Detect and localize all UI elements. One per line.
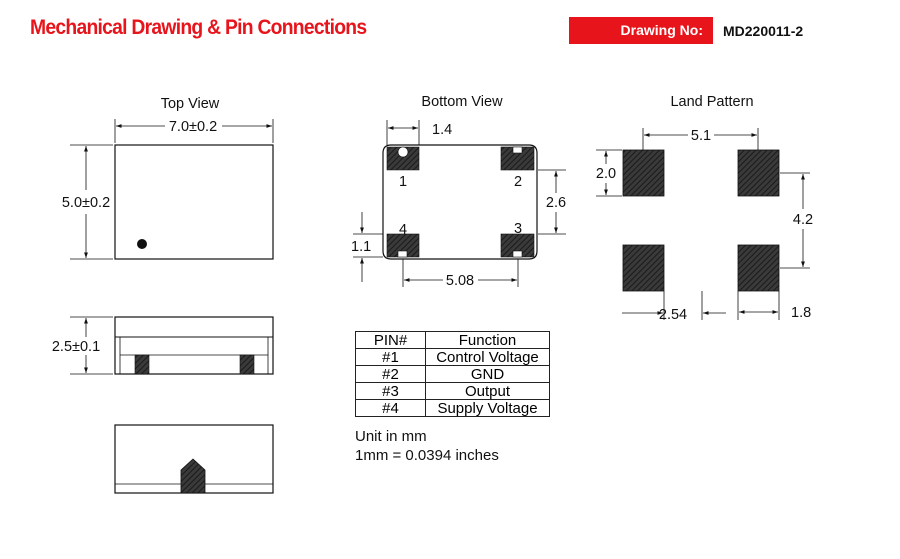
- land-spacing-x-dim: 5.1: [691, 128, 711, 144]
- drawing-number-label: Drawing No:: [569, 17, 713, 44]
- side-height-dim: 2.5±0.1: [52, 339, 100, 355]
- bottom-pitch-y-dim: 2.6: [546, 195, 566, 211]
- table-cell-pin: #4: [355, 399, 426, 417]
- bottom-pad-height-dim: 1.1: [351, 239, 371, 255]
- top-width-dim: 7.0±0.2: [169, 119, 217, 135]
- land-gap-dim: 2.54: [659, 307, 687, 323]
- land-pad-2: [737, 149, 780, 197]
- side-pad-right: [239, 354, 255, 375]
- pin1-marker-dot: [137, 239, 147, 249]
- table-row: #4 Supply Voltage: [355, 399, 550, 417]
- table-header-row: PIN# Function: [355, 331, 550, 349]
- land-pattern-label: Land Pattern: [670, 94, 753, 110]
- land-pad-4: [622, 244, 665, 292]
- side-pad-left: [134, 354, 150, 375]
- table-cell-pin: #3: [355, 382, 426, 400]
- land-pad-width-dim: 1.8: [791, 305, 811, 321]
- table-cell-function: Supply Voltage: [425, 399, 550, 417]
- pin-label-2: 2: [514, 174, 522, 190]
- table-cell-pin: #2: [355, 365, 426, 383]
- drawing-number: MD220011-2: [723, 23, 804, 39]
- table-cell-pin: #1: [355, 348, 426, 366]
- bottom-view-label: Bottom View: [421, 94, 503, 110]
- bottom-pitch-x-dim: 5.08: [446, 273, 474, 289]
- land-pad-1: [622, 149, 665, 197]
- table-row: #3 Output: [355, 382, 550, 400]
- pin-label-4: 4: [399, 222, 407, 238]
- end-view-terminal: [180, 458, 206, 494]
- pin-function-table: PIN# Function #1 Control Voltage #2 GND …: [355, 331, 550, 417]
- bottom-pad-width-dim: 1.4: [432, 122, 452, 138]
- table-row: #2 GND: [355, 365, 550, 383]
- table-row: #1 Control Voltage: [355, 348, 550, 366]
- top-height-dim: 5.0±0.2: [62, 195, 110, 211]
- page-title: Mechanical Drawing & Pin Connections: [30, 16, 367, 39]
- bottom-view-body: [382, 144, 538, 260]
- top-view-label: Top View: [161, 96, 220, 112]
- table-cell-function: Control Voltage: [425, 348, 550, 366]
- bottom-pad-1: [386, 146, 420, 171]
- table-header-pin: PIN#: [355, 331, 426, 349]
- table-cell-function: GND: [425, 365, 550, 383]
- pin-label-3: 3: [514, 221, 522, 237]
- table-header-function: Function: [425, 331, 550, 349]
- pin-label-1: 1: [399, 174, 407, 190]
- land-spacing-y-dim: 4.2: [793, 212, 813, 228]
- land-pad-height-dim: 2.0: [596, 166, 616, 182]
- unit-note: Unit in mm: [355, 428, 427, 445]
- conversion-note: 1mm = 0.0394 inches: [355, 447, 499, 464]
- table-cell-function: Output: [425, 382, 550, 400]
- land-pad-3: [737, 244, 780, 292]
